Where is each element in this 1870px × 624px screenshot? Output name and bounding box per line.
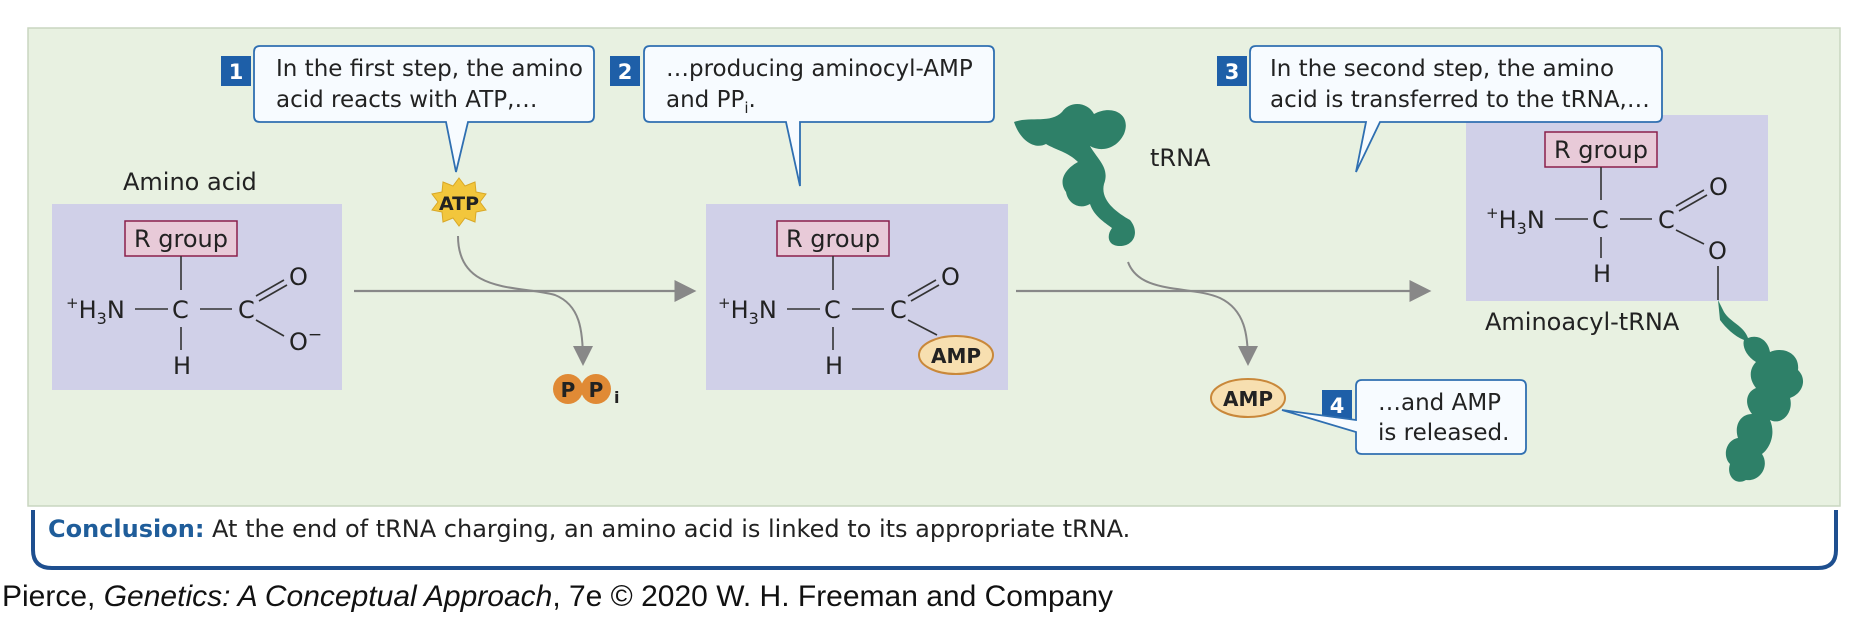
double-bond-b-3 <box>1678 194 1708 212</box>
step-2-number: 2 <box>618 60 633 84</box>
step-4-callout <box>1281 379 1527 455</box>
amine-group-3: +H3N <box>1486 204 1545 238</box>
step-2-badge <box>610 56 640 86</box>
amine-group-1: +H3N <box>66 294 125 328</box>
hydrogen-2: H <box>825 352 843 380</box>
step-1-number: 1 <box>229 60 244 84</box>
step-4-number: 4 <box>1330 394 1345 418</box>
step-3-callout <box>1249 45 1663 173</box>
alpha-carbon-3: C <box>1592 206 1609 234</box>
step-2-line2: and PPi. <box>666 87 756 117</box>
carboxyl-carbon-1: C <box>238 296 255 324</box>
aminoacyl-trna-title: Aminoacyl-tRNA <box>1485 308 1680 336</box>
alpha-carbon-1: C <box>172 296 189 324</box>
step-4-line2: is released. <box>1378 420 1509 446</box>
hydrogen-3: H <box>1593 260 1611 288</box>
rgroup-label-3: R group <box>1554 136 1648 164</box>
oxygen-double-2: O <box>941 263 960 291</box>
rgroup-label-2: R group <box>786 225 880 253</box>
attached-trna-icon <box>1718 300 1804 482</box>
double-bond-a-3 <box>1675 189 1705 207</box>
rgroup-label-1: R group <box>134 225 228 253</box>
ppi-p-label-1: P <box>561 378 576 402</box>
ppi-phosphate-2-icon <box>581 374 611 404</box>
oxygen-ester-3: O <box>1708 237 1727 265</box>
bond-c-amp <box>907 319 938 336</box>
oxygen-double-3: O <box>1709 173 1728 201</box>
conclusion-text: At the end of tRNA charging, an amino ac… <box>204 515 1131 543</box>
step-4-badge <box>1322 390 1352 420</box>
rgroup-box-2 <box>776 220 890 257</box>
step-3-line1: In the second step, the amino <box>1270 56 1614 82</box>
amino-acid-title: Amino acid <box>123 168 257 196</box>
step-4-line1: …and AMP <box>1378 390 1501 416</box>
atp-label: ATP <box>439 193 479 215</box>
conclusion-bracket <box>31 510 1838 570</box>
step-1-callout <box>253 45 595 173</box>
step-3-number: 3 <box>1225 60 1240 84</box>
ppi-release-arrow <box>457 235 593 366</box>
step-3-line2: acid is transferred to the tRNA,… <box>1270 87 1650 113</box>
hydrogen-1: H <box>173 352 191 380</box>
carboxyl-carbon-3: C <box>1658 206 1675 234</box>
trna-icon <box>1014 103 1135 246</box>
amp-label-attached: AMP <box>931 344 981 368</box>
step-1-line2: acid reacts with ATP,… <box>276 87 537 113</box>
ppi-p-label-2: P <box>589 378 604 402</box>
oxygen-double-1: O <box>289 263 308 291</box>
ppi-phosphate-1-icon <box>553 374 583 404</box>
amp-release-arrow <box>1127 261 1258 366</box>
conclusion-label: Conclusion: <box>48 515 205 543</box>
alpha-carbon-2: C <box>824 296 841 324</box>
rgroup-box-3 <box>1544 131 1658 168</box>
double-bond-a-2 <box>907 279 937 297</box>
step-3-badge <box>1217 56 1247 86</box>
amine-group-2: +H3N <box>718 294 777 328</box>
atp-star-icon <box>431 177 487 227</box>
source-credit: Pierce, Genetics: A Conceptual Approach,… <box>2 580 1113 614</box>
oxygen-minus-1: O− <box>289 325 322 356</box>
amp-label-released: AMP <box>1223 387 1273 411</box>
step-1-line1: In the first step, the amino <box>276 56 583 82</box>
double-bond-b-2 <box>910 284 940 302</box>
ppi-subscript: i <box>614 388 619 407</box>
credit-rest: , 7e © 2020 W. H. Freeman and Company <box>552 580 1114 613</box>
double-bond-b-1 <box>258 284 288 302</box>
step-2-callout <box>643 45 995 187</box>
conclusion: Conclusion: At the end of tRNA charging,… <box>48 515 1130 543</box>
rgroup-box-1 <box>124 220 238 257</box>
bond-c-o-3 <box>1675 229 1705 245</box>
credit-title: Genetics: A Conceptual Approach <box>103 580 553 613</box>
step-1-badge <box>221 56 251 86</box>
amp-badge-released <box>1210 378 1286 418</box>
step-2-line1: …producing aminocyl-AMP <box>666 56 973 82</box>
double-bond-a-1 <box>255 279 285 297</box>
carboxyl-carbon-2: C <box>890 296 907 324</box>
bond-c-ominus-1 <box>255 319 285 337</box>
credit-author: Pierce, <box>2 580 104 613</box>
trna-label: tRNA <box>1150 144 1211 172</box>
amp-badge-attached <box>918 335 994 375</box>
